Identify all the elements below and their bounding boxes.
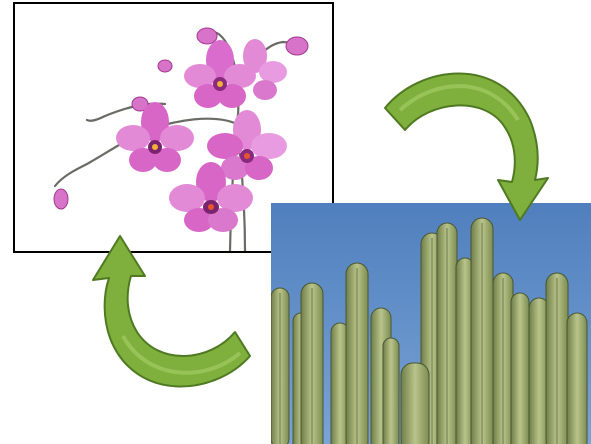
curved-arrow-down-right-icon — [380, 60, 555, 225]
cactus-image — [271, 203, 591, 444]
curved-arrow-up-left-icon — [75, 228, 260, 398]
cactus-photograph — [271, 203, 591, 444]
